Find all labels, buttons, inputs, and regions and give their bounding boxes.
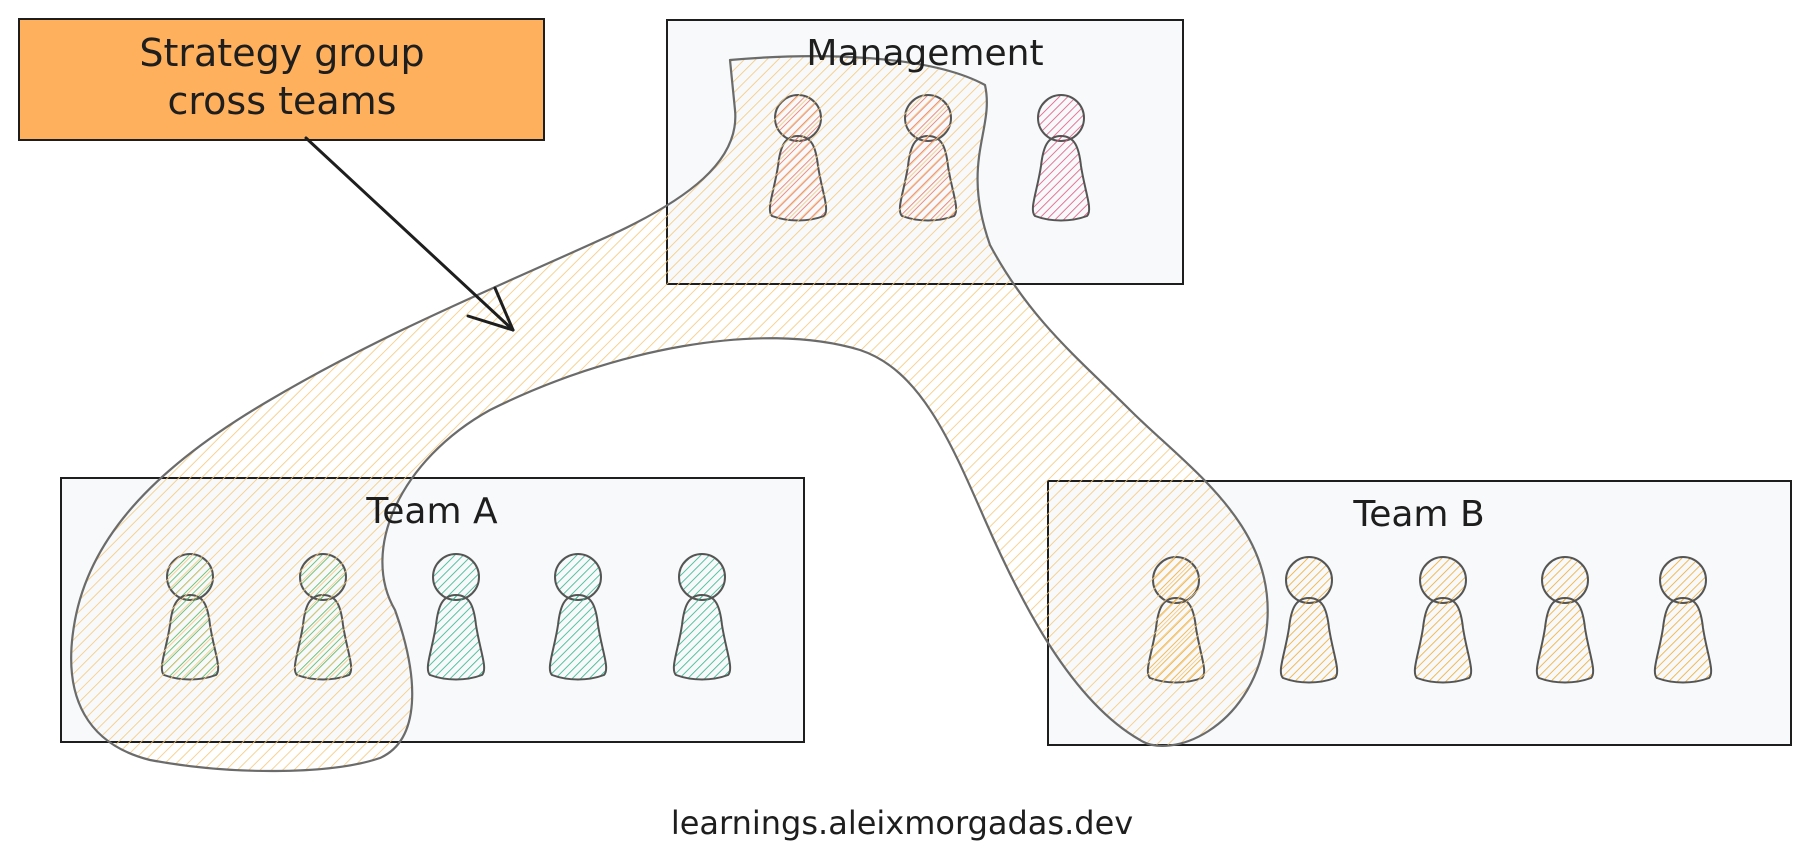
team-b-title: Team B	[1352, 494, 1484, 535]
strategy-group-highlight	[70, 55, 1269, 773]
person-icon	[1031, 94, 1091, 222]
management-title: Management	[806, 33, 1043, 74]
person-icon	[1413, 556, 1473, 684]
person-icon	[548, 553, 608, 681]
person-icon	[672, 553, 732, 681]
callout-line-2: cross teams	[168, 79, 397, 123]
callout-line-1: Strategy group	[139, 31, 424, 75]
strategy-group-callout: Strategy group cross teams	[18, 18, 545, 141]
person-icon	[426, 553, 486, 681]
person-icon	[1535, 556, 1595, 684]
footer-url: learnings.aleixmorgadas.dev	[671, 804, 1133, 842]
person-icon	[1279, 556, 1339, 684]
callout-arrow	[304, 136, 515, 332]
person-icon	[1653, 556, 1713, 684]
team-a-title: Team A	[365, 491, 498, 532]
